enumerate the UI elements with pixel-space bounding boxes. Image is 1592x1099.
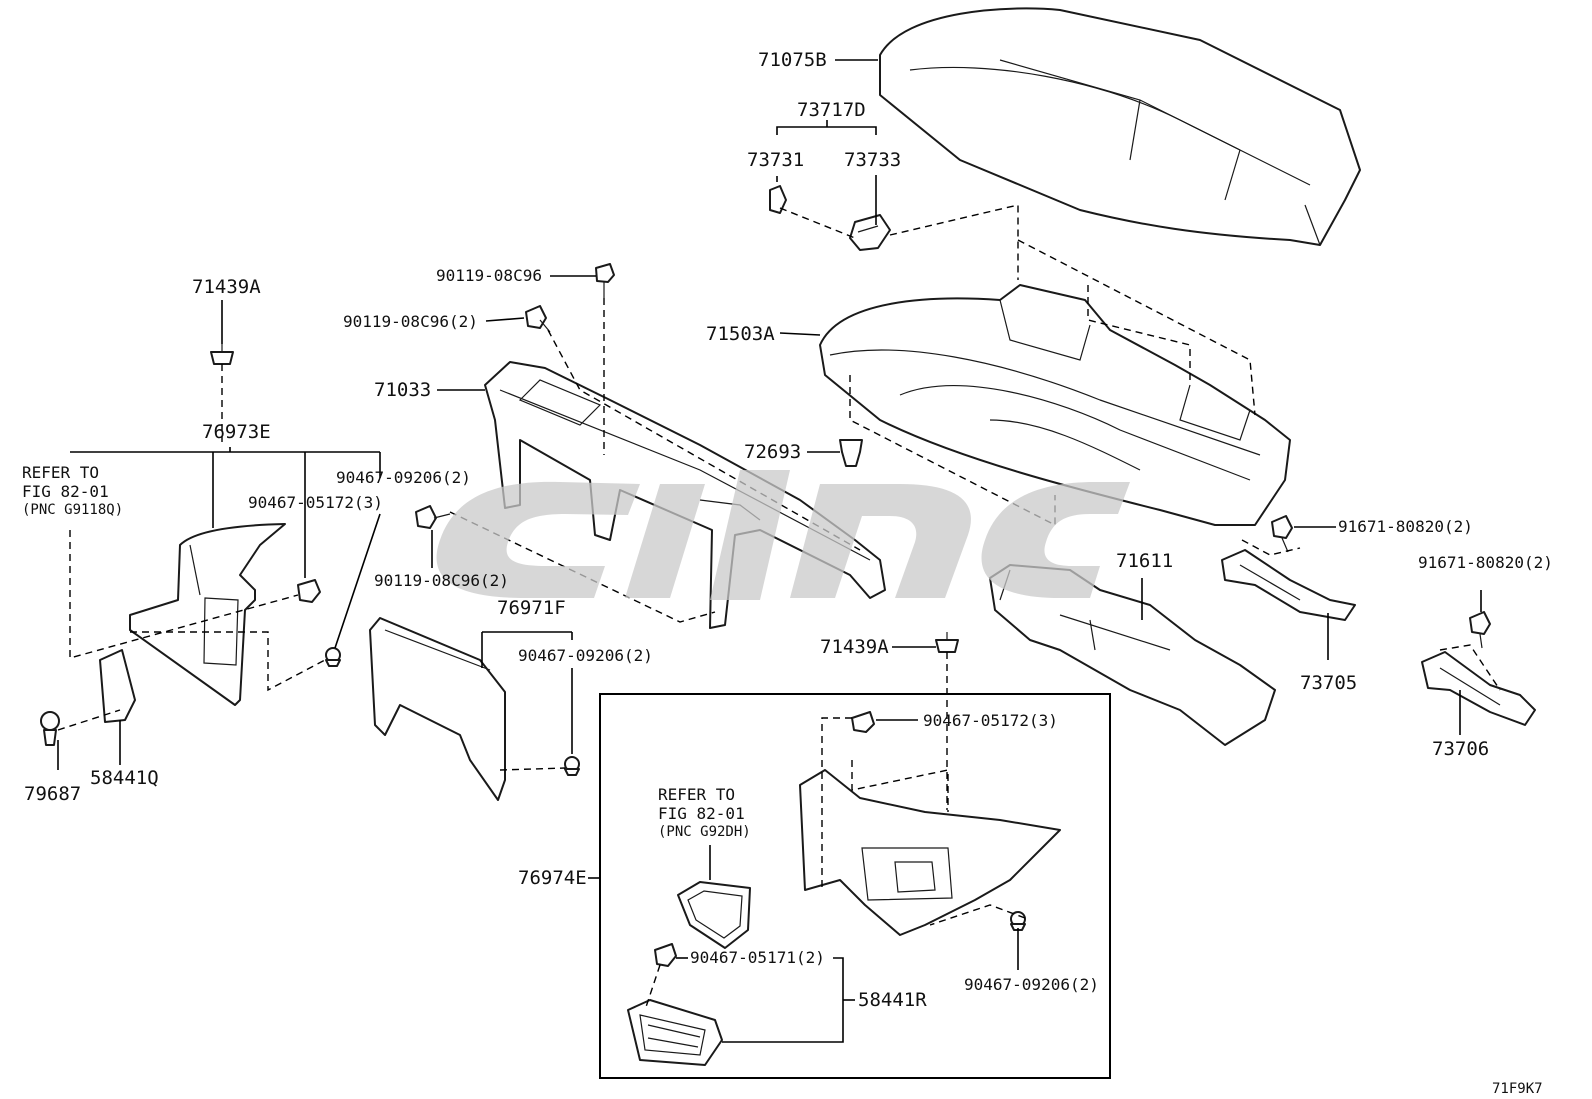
label-91671-b: 91671-80820(2) <box>1418 553 1553 572</box>
watermark-logo <box>436 470 1130 600</box>
label-90119-c: 90119-08C96(2) <box>374 571 509 590</box>
label-73717D: 73717D <box>797 99 866 121</box>
label-refer2-line3: (PNC G92DH) <box>658 824 751 840</box>
label-73706: 73706 <box>1432 738 1489 760</box>
inset-frame <box>599 693 1111 1079</box>
clip-90467-05172-inset[interactable] <box>851 711 875 733</box>
clip-90467-09206-mid[interactable] <box>564 756 580 776</box>
label-90467-09206-inset: 90467-09206(2) <box>964 975 1099 994</box>
hinge-73705[interactable] <box>1221 549 1356 621</box>
gasket-g92dh <box>677 881 751 949</box>
hinge-73706[interactable] <box>1421 651 1536 726</box>
label-71439A-mid: 71439A <box>820 636 889 658</box>
label-76974E: 76974E <box>518 867 587 889</box>
label-90467-05171: 90467-05171(2) <box>690 948 825 967</box>
figure-code: 71F9K7 <box>1492 1081 1543 1097</box>
seat-frame-71503A[interactable] <box>819 284 1291 526</box>
label-refer2-line1: REFER TO <box>658 785 735 804</box>
cover-58441Q[interactable] <box>99 649 136 723</box>
clip-90467-09206-inset[interactable] <box>1010 911 1026 931</box>
label-71075B: 71075B <box>758 49 827 71</box>
label-71033: 71033 <box>374 379 431 401</box>
label-90467-05172-inset: 90467-05172(3) <box>923 711 1058 730</box>
clip-73731[interactable] <box>769 185 787 214</box>
grille-58441R[interactable] <box>627 999 723 1066</box>
bolt-90119-a[interactable] <box>595 263 615 298</box>
retainer-72693[interactable] <box>839 439 863 467</box>
label-refer2-line2: FIG 82-01 <box>658 804 745 823</box>
label-90119-a: 90119-08C96 <box>436 266 542 285</box>
label-71611: 71611 <box>1116 550 1173 572</box>
label-58441R: 58441R <box>858 989 927 1011</box>
bolt-90119-c[interactable] <box>415 505 451 529</box>
label-79687: 79687 <box>24 783 81 805</box>
label-refer1-line2: FIG 82-01 <box>22 482 109 501</box>
part-labels: 71075B 73717D 73731 73733 71439A 90119-0… <box>22 49 1553 1097</box>
label-73731: 73731 <box>747 149 804 171</box>
label-90119-b: 90119-08C96(2) <box>343 312 478 331</box>
clip-79687[interactable] <box>40 711 60 746</box>
label-58441Q: 58441Q <box>90 767 159 789</box>
label-76971F: 76971F <box>497 597 566 619</box>
label-refer1-line3: (PNC G9118Q) <box>22 502 123 518</box>
clip-90467-05171[interactable] <box>654 943 677 967</box>
bolt-91671-b[interactable] <box>1469 611 1491 649</box>
label-90467-09206-mid: 90467-09206(2) <box>518 646 653 665</box>
label-71439A-top: 71439A <box>192 276 261 298</box>
clip-71439A-top[interactable] <box>210 344 234 365</box>
panel-76971F[interactable] <box>369 617 506 801</box>
label-71503A: 71503A <box>706 323 775 345</box>
assembly-lines <box>57 204 1501 1011</box>
clip-71439A-mid[interactable] <box>935 632 959 653</box>
seat-cushion-71075B[interactable] <box>879 7 1361 246</box>
clip-90467-05172-left[interactable] <box>297 579 321 603</box>
label-72693: 72693 <box>744 441 801 463</box>
label-90467-05172-left: 90467-05172(3) <box>248 493 383 512</box>
side-panel-76973E[interactable] <box>129 523 286 706</box>
label-73733: 73733 <box>844 149 901 171</box>
bolt-90119-b[interactable] <box>525 305 551 333</box>
label-76973E: 76973E <box>202 421 271 443</box>
label-refer1-line1: REFER TO <box>22 463 99 482</box>
leader-lines <box>57 59 1482 1043</box>
label-90467-09206-left: 90467-09206(2) <box>336 468 471 487</box>
label-91671-a: 91671-80820(2) <box>1338 517 1473 536</box>
clip-90467-09206-left[interactable] <box>325 647 341 667</box>
bolt-91671-a[interactable] <box>1271 515 1293 553</box>
bracket-73733[interactable] <box>849 214 891 251</box>
side-panel-76974E[interactable] <box>799 769 1061 936</box>
label-73705: 73705 <box>1300 672 1357 694</box>
